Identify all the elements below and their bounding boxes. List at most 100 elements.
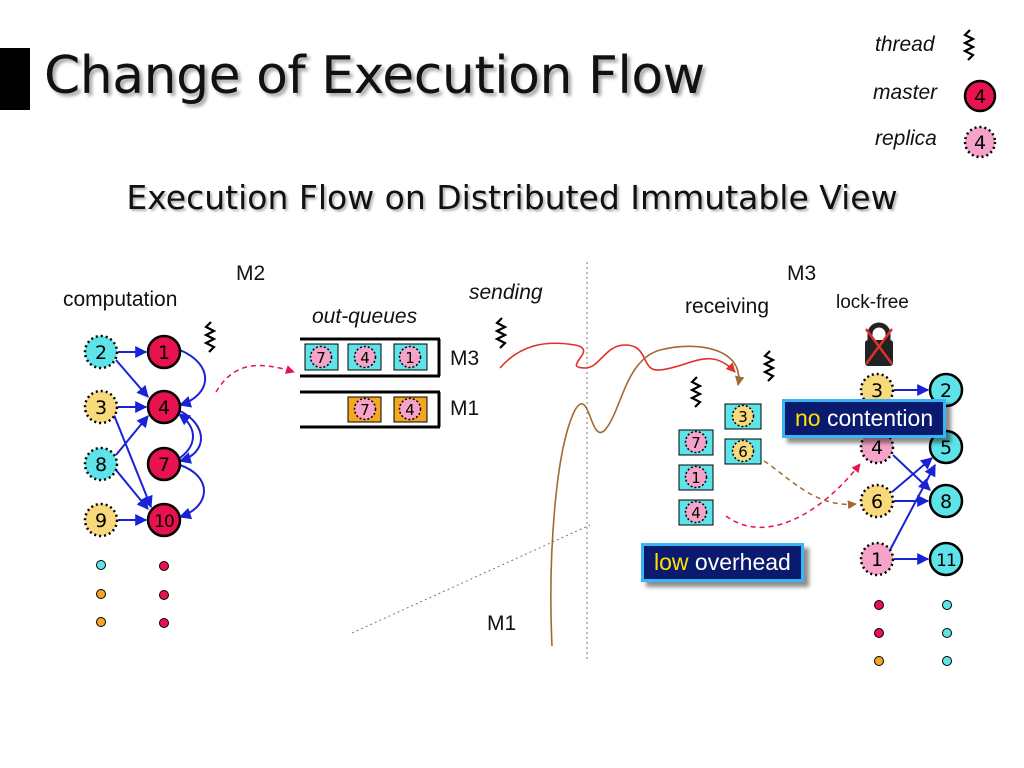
m2-replica-nodes: 2 3 8 9: [83, 334, 119, 538]
low-overhead-callout: low overhead: [641, 543, 804, 582]
computation-thread-icon: [203, 321, 217, 353]
m3-replica-nodes: 3 4 6 1: [859, 372, 895, 577]
m2-replica-node: 9: [83, 502, 119, 538]
m3-replica-value: 3: [871, 380, 883, 402]
receiving-label: receiving: [685, 295, 770, 318]
no-contention-callout: no contention: [782, 399, 947, 438]
legend-replica-label: replica: [875, 127, 937, 150]
m2-replica-value: 3: [95, 397, 107, 419]
m3-replica-node: 3: [859, 372, 895, 408]
receive-item: 3: [731, 404, 755, 428]
receive-item-value: 3: [738, 408, 748, 426]
m2-replica-node: 3: [83, 389, 119, 425]
enqueue-arrow: [215, 364, 295, 393]
receive-item: 6: [731, 439, 755, 463]
no-contention-text: contention: [820, 405, 934, 431]
sending-label: sending: [469, 281, 543, 304]
m3-replica-node: 6: [859, 483, 895, 519]
machine-m3-label: M3: [787, 262, 817, 285]
m2-replica-value: 8: [95, 454, 107, 476]
m3-master-nodes: 2 5 8 11: [928, 372, 964, 577]
m3-replica-node: 4: [859, 429, 895, 465]
lock-free-label: lock-free: [836, 292, 909, 313]
receive-queue-right: 3 6: [724, 403, 762, 465]
legend-thread-icon: [962, 29, 976, 61]
m3-edges: [889, 384, 936, 565]
m2-replica-node: 2: [83, 334, 119, 370]
m2-replica-node: 8: [83, 446, 119, 482]
receive-item-value: 6: [738, 443, 748, 461]
separator-diagonal: [351, 524, 591, 634]
queue-item: 4: [398, 397, 422, 421]
legend-master-label: master: [873, 81, 938, 104]
receive-item-value: 4: [691, 504, 701, 522]
m2-replica-value: 9: [95, 510, 107, 532]
m3-replica-node: 1: [859, 541, 895, 577]
receive-item: 7: [684, 430, 708, 454]
m2-edges: [113, 346, 207, 526]
receive-item-value: 7: [691, 434, 701, 452]
queue-item-value: 4: [405, 401, 415, 419]
low-overhead-highlight: low: [654, 549, 689, 575]
no-contention-highlight: no: [795, 405, 821, 431]
m3-master-node: 8: [928, 483, 964, 519]
sending-thread-icon: [494, 317, 508, 349]
receive-queue-left: 7 1 4: [678, 429, 714, 526]
message-to-m3-arrow: [499, 342, 736, 373]
out-queue-m1: 7 4: [300, 390, 441, 429]
queue-m3-label: M3: [450, 347, 480, 370]
apply-update-arrow-brown: [763, 460, 857, 510]
receive-item: 1: [684, 465, 708, 489]
receive-item-value: 1: [691, 469, 701, 487]
m3-ellipsis-dots: [874, 600, 952, 666]
m3-master-node: 11: [928, 541, 964, 577]
m2-master-node: 10: [146, 502, 182, 538]
m3-master-value: 8: [940, 491, 952, 513]
m3-master-value: 11: [936, 551, 956, 571]
out-queue-m3: 7 4 1: [300, 337, 441, 378]
queue-item-value: 4: [360, 349, 370, 367]
legend-replica-node: 4: [963, 125, 997, 159]
m2-master-value: 1: [158, 342, 170, 364]
m2-replica-value: 2: [95, 342, 107, 364]
m2-master-node: 7: [146, 446, 182, 482]
m2-master-value: 10: [154, 512, 174, 532]
low-overhead-text: overhead: [688, 549, 791, 575]
receive-item: 4: [684, 500, 708, 524]
legend-master-node: 4: [963, 79, 997, 113]
apply-update-arrow-red: [725, 463, 861, 529]
m3-replica-value: 6: [871, 491, 883, 513]
message-from-m1-arrow: [550, 345, 745, 647]
legend-master-value: 4: [974, 86, 986, 108]
machine-m2-label: M2: [236, 262, 266, 285]
out-queues-label: out-queues: [312, 305, 418, 328]
queue-item-value: 1: [405, 349, 415, 367]
queue-item: 7: [309, 345, 333, 369]
page-title: Change of Execution Flow: [44, 46, 705, 106]
machine-m1-label: M1: [487, 612, 517, 635]
queue-item: 1: [398, 345, 422, 369]
m3-master-value: 5: [940, 437, 952, 459]
lock-crossed-icon: [864, 322, 894, 366]
m2-master-value: 4: [158, 397, 170, 419]
legend-replica-value: 4: [974, 132, 986, 154]
m2-master-nodes: 1 4 7 10: [146, 334, 182, 538]
queue-item: 7: [353, 397, 377, 421]
m2-master-node: 1: [146, 334, 182, 370]
m3-replica-value: 4: [871, 437, 883, 459]
receiving-thread-icon-1: [689, 376, 703, 408]
receiving-thread-icon-2: [762, 350, 776, 382]
queue-item-value: 7: [316, 349, 326, 367]
m3-master-value: 2: [940, 380, 952, 402]
m3-master-node: 2: [928, 372, 964, 408]
m2-master-value: 7: [158, 454, 170, 476]
computation-label: computation: [63, 288, 178, 311]
m2-master-node: 4: [146, 389, 182, 425]
queue-m1-label: M1: [450, 397, 480, 420]
legend-thread-label: thread: [875, 33, 935, 56]
page-subtitle: Execution Flow on Distributed Immutable …: [126, 178, 898, 217]
m3-replica-value: 1: [871, 549, 883, 571]
m2-ellipsis-dots: [96, 560, 169, 628]
